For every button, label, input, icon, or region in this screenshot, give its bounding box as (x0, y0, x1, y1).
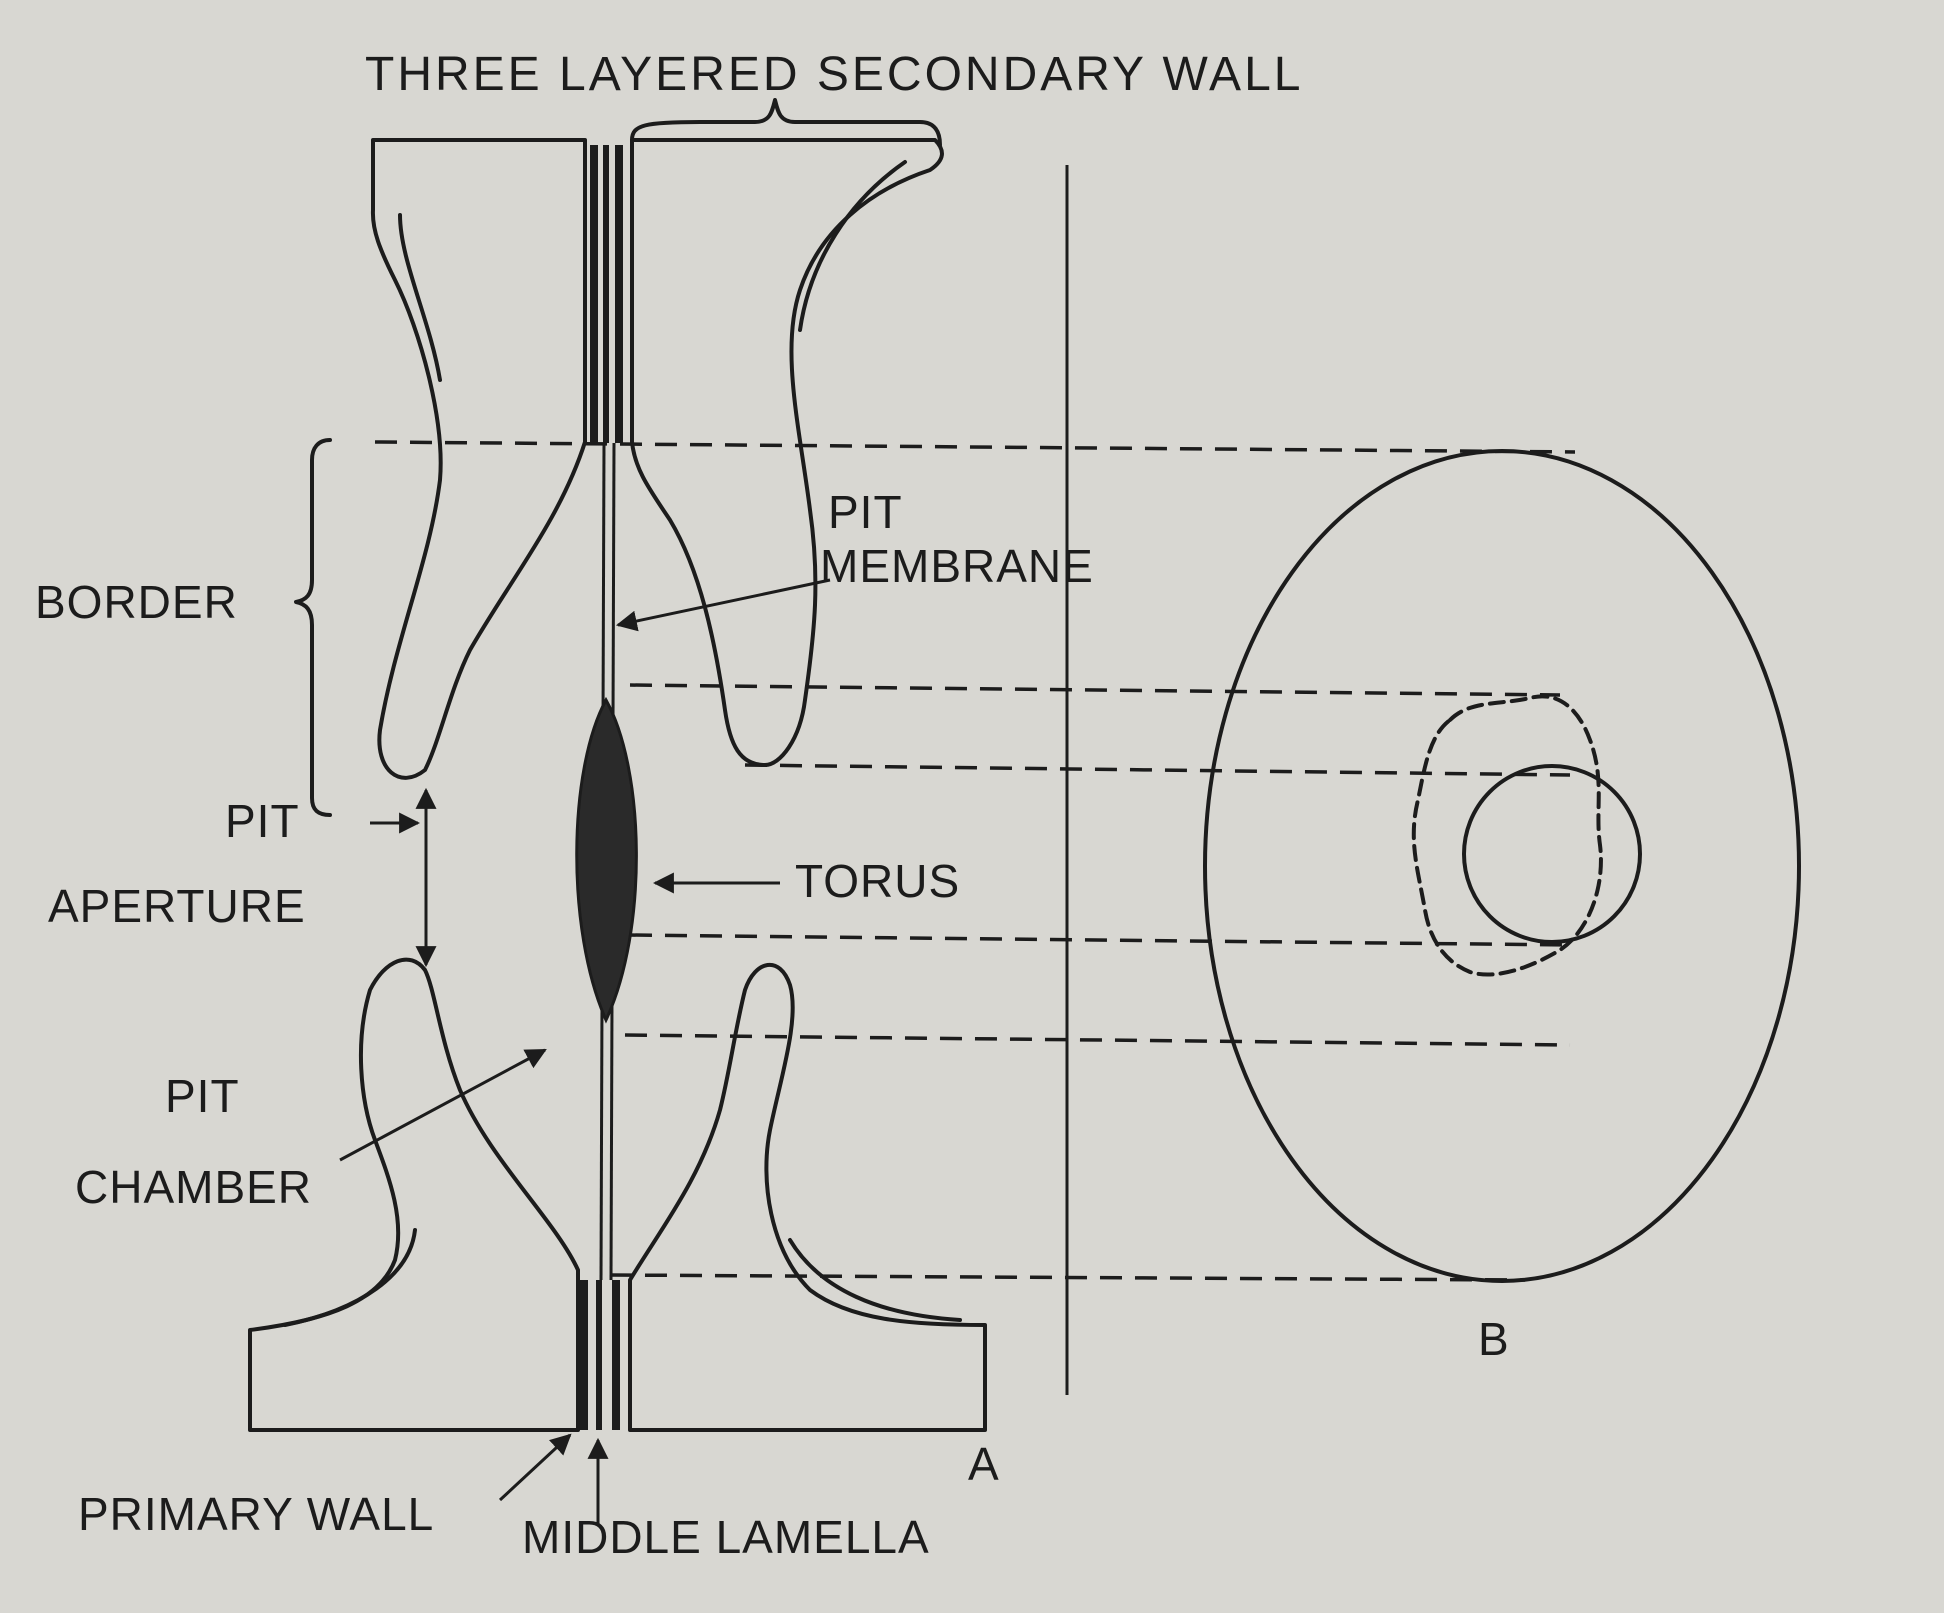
primary-wall-upper-left (590, 145, 598, 443)
middle-lamella-lower (596, 1280, 602, 1430)
pit-chamber-arrow (339, 1048, 547, 1162)
label-pit-aperture-1: PIT (225, 795, 300, 847)
label-pit-chamber-1: PIT (165, 1070, 240, 1122)
middle-lamella-upper (603, 145, 609, 443)
panel-a-section (248, 98, 1576, 1525)
border-brace (294, 438, 332, 817)
label-title: THREE LAYERED SECONDARY WALL (365, 48, 1303, 101)
pit-membrane-arrow (615, 578, 831, 632)
secondary-wall-lower-left (248, 957, 580, 1432)
label-panel-b: B (1478, 1313, 1510, 1365)
secondary-wall-lower-right (628, 963, 987, 1432)
secondary-wall-upper-right (630, 138, 944, 767)
label-panel-a: A (968, 1438, 1000, 1490)
primary-wall-lower-right (612, 1280, 620, 1430)
torus-face-outline (1462, 764, 1642, 944)
primary-wall-upper-right (615, 145, 623, 443)
primary-wall-arrow (498, 1433, 572, 1502)
label-primary-wall: PRIMARY WALL (78, 1488, 434, 1540)
label-torus: TORUS (795, 855, 960, 907)
secondary-wall-brace (630, 98, 942, 147)
label-middle-lamella: MIDDLE LAMELLA (522, 1511, 930, 1563)
pit-border-outline (1203, 449, 1801, 1283)
primary-wall-lower-left (580, 1280, 588, 1430)
label-pit-membrane-2: MEMBRANE (820, 540, 1094, 592)
torus-shape (575, 696, 638, 1024)
label-border: BORDER (35, 576, 238, 628)
secondary-wall-upper-left (370, 138, 587, 780)
pit-aperture-outline (1411, 694, 1603, 977)
label-pit-chamber-2: CHAMBER (75, 1161, 312, 1213)
label-pit-aperture-2: APERTURE (48, 880, 306, 932)
panel-b-face-view (1203, 449, 1801, 1283)
label-pit-membrane-1: PIT (828, 486, 903, 538)
